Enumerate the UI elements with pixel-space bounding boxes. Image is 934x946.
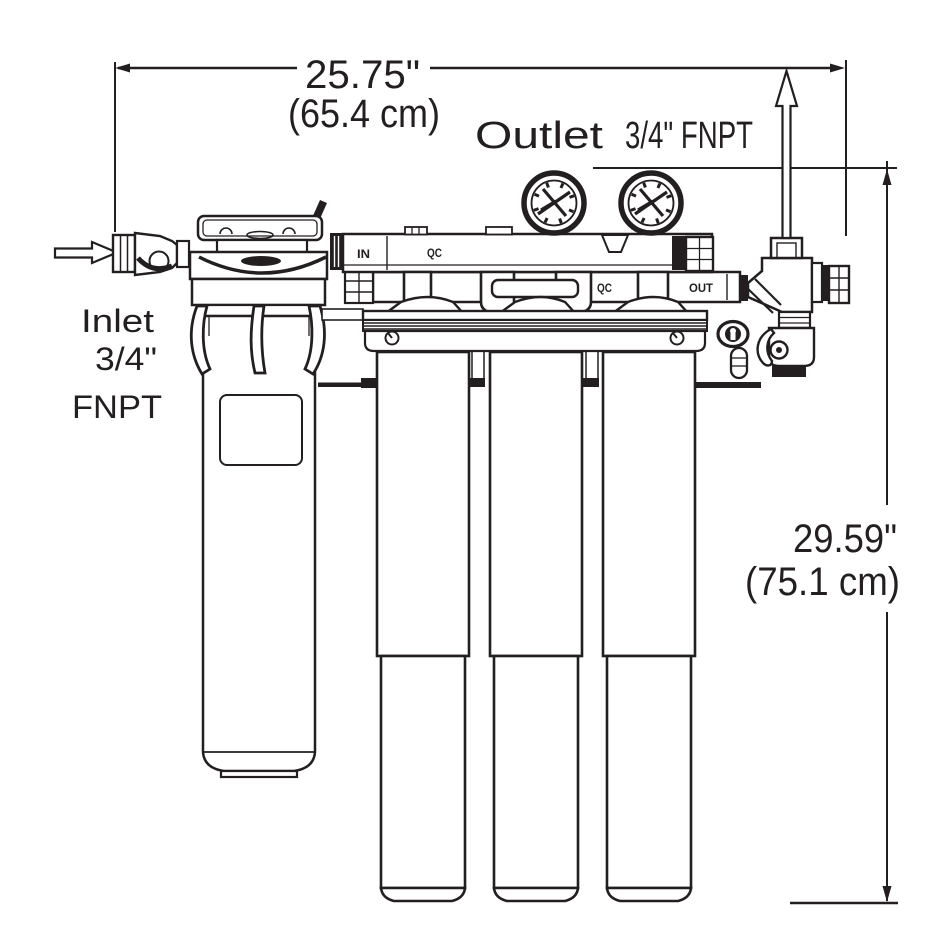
back-panel-lines: [318, 352, 761, 388]
valve-top-cap: [769, 236, 804, 260]
dim-arrow-right-icon: [830, 63, 845, 73]
dim-arrow-down-icon: [882, 886, 892, 902]
pressure-gauge-right: [618, 170, 684, 236]
dim-arrow-up-icon: [882, 169, 892, 185]
inlet-flow-arrow-icon: [53, 240, 120, 265]
height-dimension-inches: 29.59": [793, 517, 897, 561]
marking-out: OUT: [689, 281, 714, 295]
filter-cartridge-2: [488, 350, 584, 903]
gauge-needle-icon: [537, 187, 571, 218]
outlet-label-word: Outlet: [475, 115, 604, 157]
dim-arrow-left-icon: [115, 63, 130, 73]
height-dimension-metric: (75.1 cm): [745, 560, 900, 604]
inlet-label: Inlet 3/4" FNPT: [72, 303, 162, 425]
inlet-label-line3: FNPT: [72, 389, 162, 425]
outlet-label-spec: 3/4" FNPT: [625, 115, 753, 157]
height-dimension: 29.59" (75.1 cm): [593, 161, 900, 905]
width-dimension-inches: 25.75": [305, 53, 420, 97]
mounting-bracket: [321, 308, 709, 353]
sump-label-panel: [219, 394, 303, 466]
pressure-gauge-left: [521, 170, 587, 236]
prefilter-head: [188, 200, 329, 318]
prefilter-wing-tabs: [189, 304, 326, 376]
width-dimension: 25.75" (65.4 cm): [114, 53, 847, 236]
inlet-label-line2: 3/4": [95, 341, 157, 377]
filter-cartridge-3: [601, 350, 697, 903]
keyhole-mount: [716, 319, 750, 349]
outlet-direction-arrow-icon: [774, 67, 799, 240]
outlet-valve-assembly: [716, 236, 851, 380]
marking-in: IN: [357, 247, 370, 261]
width-dimension-metric: (65.4 cm): [288, 92, 440, 136]
manifold-upper-bar: [341, 232, 714, 274]
flush-valve: [756, 310, 816, 377]
gauge-needle-icon: [634, 187, 668, 218]
prefilter-assembly: [111, 200, 329, 779]
manifold: IN QC QC OUT: [330, 226, 748, 315]
mount-capsule: [729, 346, 749, 380]
outlet-label: Outlet 3/4" FNPT: [475, 115, 753, 157]
inlet-label-line1: Inlet: [81, 303, 154, 339]
marking-qc-upper: QC: [427, 246, 442, 260]
filter-cartridge-1: [375, 350, 471, 903]
marking-qc-lower: QC: [597, 281, 612, 295]
inlet-fitting: [111, 231, 191, 277]
prefilter-sump: [201, 314, 317, 779]
